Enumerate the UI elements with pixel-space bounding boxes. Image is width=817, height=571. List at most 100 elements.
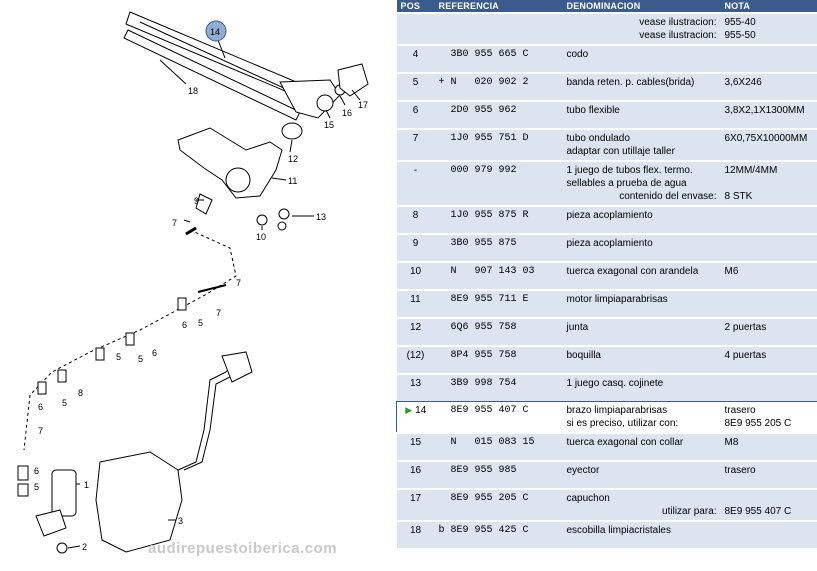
pos-value: 17 (409, 493, 422, 504)
callout-9: 9 (194, 196, 199, 206)
table-body: vease ilustracion: vease ilustracion: 955-… (396, 12, 817, 548)
cell-denominacion: banda reten. p. cables(brida) (562, 72, 721, 101)
cell-referencia[interactable]: 3B0 955 875 (434, 233, 563, 262)
callout-14[interactable]: 14 (210, 27, 220, 37)
cell-denominacion: pieza acoplamiento (562, 233, 721, 262)
cell-referencia[interactable]: 2D0 955 962 (434, 100, 563, 129)
cell-referencia[interactable]: 3B9 998 754 (434, 373, 563, 402)
cell-denominacion: boquilla (562, 345, 721, 374)
callout-6-a: 6 (38, 402, 43, 412)
cell-referencia[interactable]: 3B0 955 665 C (434, 44, 563, 73)
callout-7-mid: 7 (216, 308, 221, 318)
pos-value: 8 (412, 210, 419, 221)
nota-line (725, 237, 813, 250)
cell-referencia[interactable]: b 8E9 955 425 C (434, 520, 563, 548)
table-header-row: POS REFERENCIA DENOMINACION NOTA (396, 0, 817, 13)
cell-referencia[interactable]: 8E9 955 711 E (434, 289, 563, 318)
cell-pos: (12) (396, 345, 435, 374)
cell-referencia[interactable]: 8P4 955 758 (434, 345, 563, 374)
cell-denominacion: pieza acoplamiento (562, 205, 721, 234)
callout-14-badge[interactable] (205, 20, 227, 42)
cell-nota (720, 373, 817, 402)
cell-pos: 18 (396, 520, 435, 548)
callout-6-d: 6 (152, 348, 157, 358)
cell-nota (720, 44, 817, 73)
nota-line (725, 48, 813, 61)
cell-denominacion: escobilla limpiacristales (562, 520, 721, 548)
nota-line: 955-40 (724, 17, 756, 28)
cell-referencia[interactable]: N 015 083 15 (434, 432, 563, 461)
cell-referencia[interactable]: 1J0 955 875 R (434, 205, 563, 234)
denominacion-line: motor limpiaparabrisas (566, 294, 668, 305)
nota-line: 2 puertas (724, 322, 767, 333)
cell-nota: 6X0,75X10000MM (720, 128, 817, 161)
cell-referencia[interactable]: 8E9 955 985 (434, 460, 563, 489)
nota-line: 3,6X246 (724, 77, 762, 88)
denominacion-line: junta (566, 322, 589, 333)
cell-referencia[interactable]: 1J0 955 751 D (434, 128, 563, 161)
pos-value: 6 (412, 105, 419, 116)
cell-referencia[interactable]: N 907 143 03 (434, 261, 563, 290)
col-header-pos[interactable]: POS (396, 0, 435, 13)
denominacion-line: tubo flexible (566, 105, 620, 116)
cell-nota: 4 puertas (720, 345, 817, 374)
cell-referencia[interactable] (434, 12, 563, 45)
callout-5-b: 5 (34, 482, 39, 492)
callout-6-c: 6 (182, 320, 187, 330)
denominacion-line: eyector (566, 465, 600, 476)
cell-referencia[interactable]: 000 979 992 (434, 160, 563, 206)
callout-10: 10 (256, 232, 266, 242)
denominacion-line: contenido del envase: (619, 191, 717, 202)
col-header-referencia[interactable]: REFERENCIA (434, 0, 563, 13)
callout-15: 15 (324, 120, 334, 130)
cell-denominacion: motor limpiaparabrisas (562, 289, 721, 318)
nota-line (725, 209, 813, 222)
nota-line: 4 puertas (724, 350, 767, 361)
cell-referencia[interactable]: 8E9 955 205 C (434, 488, 563, 521)
callout-7-bottom: 7 (38, 426, 43, 436)
pos-value: 7 (412, 133, 419, 144)
table-row[interactable]: vease ilustracion: vease ilustracion: 955-… (396, 12, 817, 45)
callout-12: 12 (288, 154, 298, 164)
col-header-denominacion[interactable]: DENOMINACION (562, 0, 721, 13)
denominacion-line: vease ilustracion: (639, 30, 717, 41)
callout-7-right: 7 (236, 278, 241, 288)
parts-table: POS REFERENCIA DENOMINACION NOTA vease i… (396, 0, 817, 548)
denominacion-line: adaptar con utillaje taller (566, 146, 675, 157)
denominacion-line: vease ilustracion: (639, 17, 717, 28)
callout-16: 16 (342, 108, 352, 118)
cell-denominacion: tuerca exagonal con arandela (562, 261, 721, 290)
callout-5-c: 5 (116, 352, 121, 362)
cell-referencia[interactable]: + N 020 902 2 (434, 72, 563, 101)
cell-denominacion: codo (562, 44, 721, 73)
cell-referencia[interactable]: 8E9 955 407 C (434, 401, 563, 434)
nota-line: 8E9 955 407 C (724, 506, 792, 517)
cell-nota: 8E9 955 407 C (720, 488, 817, 521)
nota-line: 955-50 (724, 30, 756, 41)
cell-referencia[interactable]: 6Q6 955 758 (434, 317, 563, 346)
col-header-nota[interactable]: NOTA (720, 0, 817, 13)
cell-pos: 13 (396, 373, 435, 402)
pos-value: 13 (409, 378, 422, 389)
cell-pos: - (396, 160, 435, 206)
pos-value: 9 (412, 238, 419, 249)
callout-11: 11 (288, 176, 297, 186)
